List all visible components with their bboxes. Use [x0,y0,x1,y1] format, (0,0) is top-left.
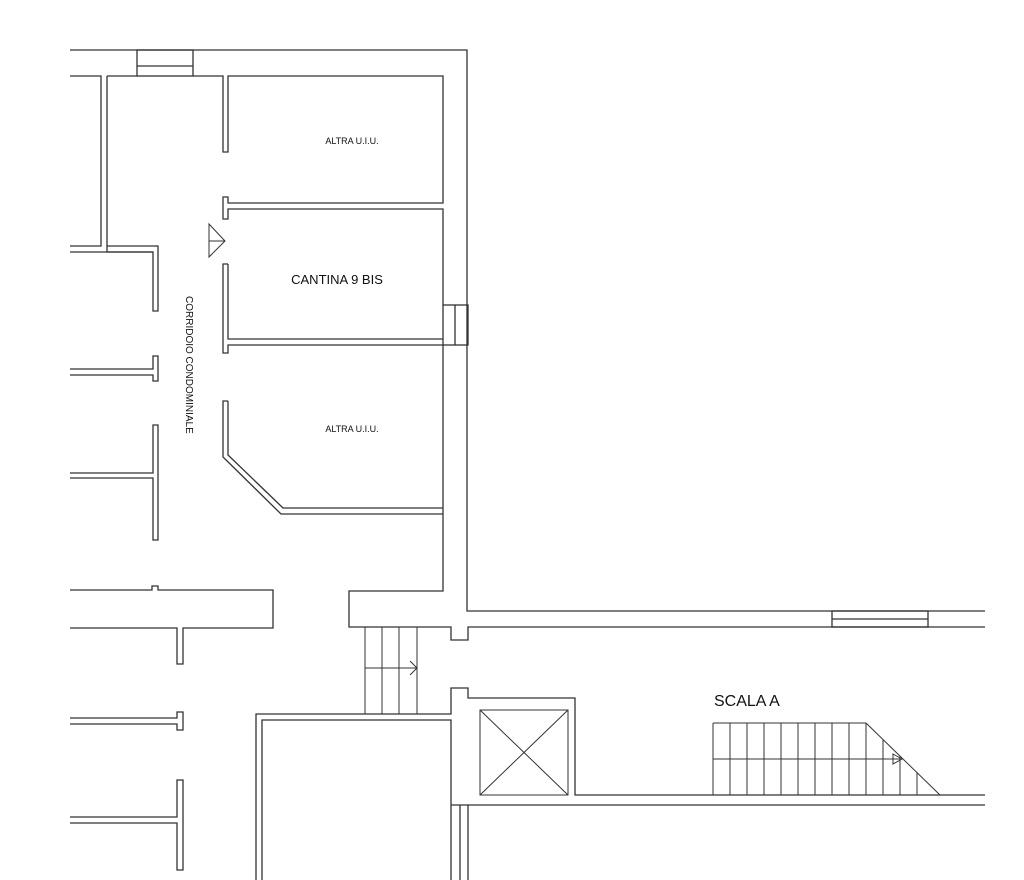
stair-scala-a [712,722,941,796]
room-label-top: ALTRA U.I.U. [325,136,378,146]
arrow-icon [892,753,904,765]
elevator-shaft [479,709,569,796]
walls [70,49,985,880]
window-top [136,49,194,77]
stair-label: SCALA A [714,693,780,710]
small-stair [364,627,418,714]
corridor-label: CORRIDOIO CONDOMINIALE [183,296,194,434]
room-label-bottom: ALTRA U.I.U. [325,424,378,434]
room-label-cantina: CANTINA 9 BIS [291,272,383,287]
door-symbol [208,222,226,259]
arrow-icon [409,660,418,676]
